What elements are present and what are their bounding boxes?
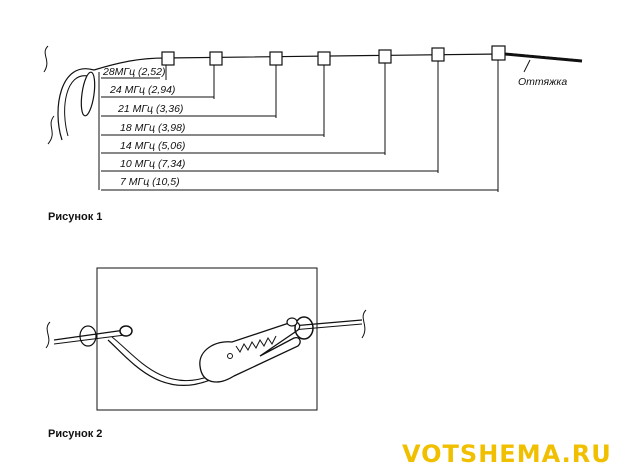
- crocodile-clip: [199, 320, 301, 383]
- break-mark-top: [43, 45, 49, 73]
- break-mark-right: [361, 309, 367, 339]
- right-ring: [294, 316, 314, 340]
- band-label-7: 7 МГц (10,5): [120, 176, 180, 188]
- jumper-wire-2: [111, 336, 211, 382]
- band-label-24: 24 МГц (2,94): [109, 84, 175, 96]
- trap-10mhz: [431, 47, 445, 62]
- band-dimension-24: 24 МГц (2,94): [101, 65, 215, 99]
- feed-cable-loop: [57, 68, 95, 141]
- trap-7mhz: [491, 45, 506, 61]
- site-watermark: VOTSHEMA.RU: [402, 440, 612, 468]
- figure-2-caption: Рисунок 2: [48, 428, 102, 440]
- trap-21mhz: [269, 51, 283, 66]
- band-dimension-28: 28МГц (2,52): [101, 65, 167, 80]
- break-mark-bottom: [47, 115, 55, 145]
- feed-insulator: [80, 71, 96, 117]
- wire-left: [53, 329, 126, 341]
- band-label-28: 28МГц (2,52): [102, 66, 166, 78]
- figure-1: Оттяжка 28МГц (2,52) 24 МГц (2,94) 21 МГ…: [43, 45, 583, 223]
- band-label-10: 10 МГц (7,34): [120, 158, 185, 170]
- jumper-wire: [107, 339, 211, 386]
- band-label-18: 18 МГц (3,98): [120, 122, 185, 134]
- left-clamp-loop: [79, 325, 97, 347]
- trap-24mhz: [209, 51, 223, 66]
- wire-right-2: [291, 323, 363, 331]
- band-dimension-10: 10 МГц (7,34): [101, 61, 439, 173]
- figure-2: Рисунок 2: [45, 267, 367, 440]
- band-dimension-7: 7 МГц (10,5): [101, 60, 499, 192]
- guy-pointer: [523, 59, 531, 73]
- band-dimension-14: 14 МГц (5,06): [101, 63, 386, 155]
- figure-1-caption: Рисунок 1: [48, 211, 102, 223]
- band-dimension-18: 18 МГц (3,98): [101, 65, 325, 137]
- feed-cable-loop-inner: [64, 75, 89, 137]
- trap-14mhz: [378, 49, 392, 64]
- band-dimension-21: 21 МГц (3,36): [101, 65, 277, 118]
- break-mark-left: [45, 321, 51, 349]
- right-ring-inner: [286, 317, 298, 327]
- band-label-21: 21 МГц (3,36): [117, 103, 183, 115]
- wire-right: [291, 319, 363, 327]
- guy-label: Оттяжка: [518, 76, 567, 88]
- trap-28mhz: [161, 51, 175, 66]
- left-ring: [119, 325, 133, 337]
- trap-18mhz: [317, 51, 331, 66]
- band-label-14: 14 МГц (5,06): [120, 140, 185, 152]
- guy-rope: [504, 51, 583, 63]
- wire-left-2: [53, 334, 126, 345]
